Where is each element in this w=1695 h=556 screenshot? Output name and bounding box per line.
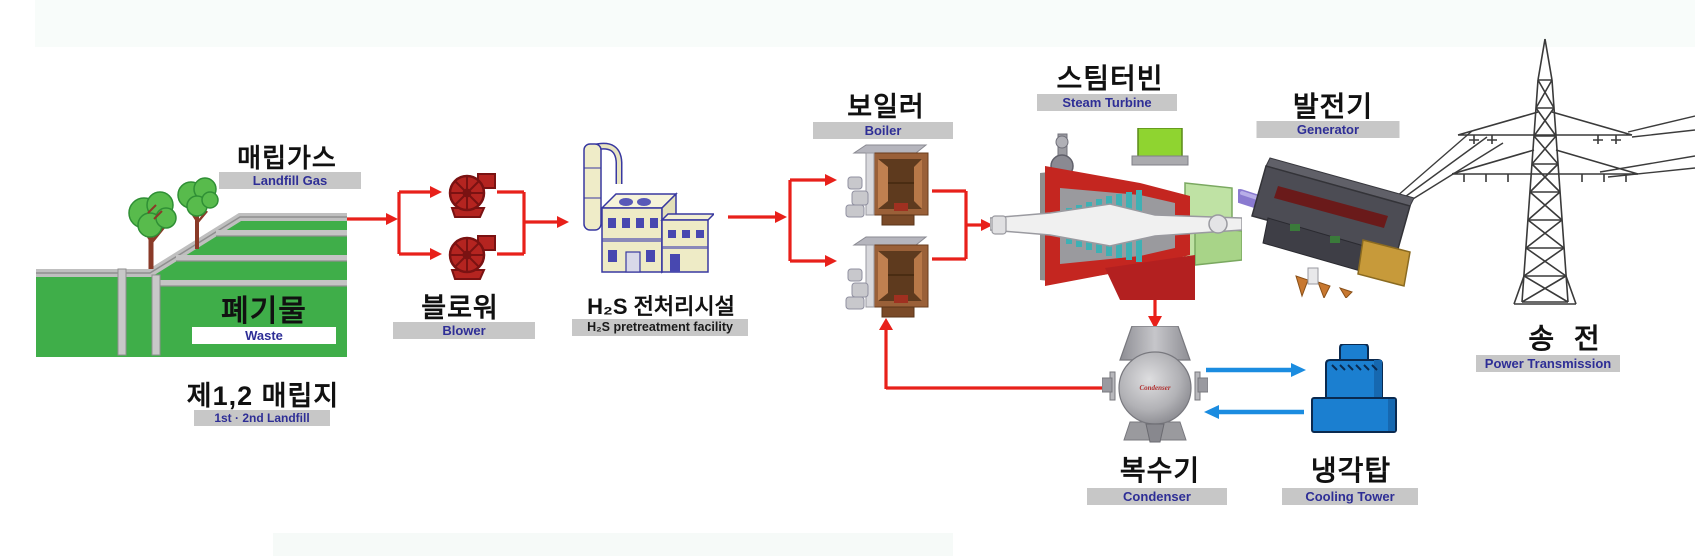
pretreatment-badge: H₂S pretreatment facility	[572, 319, 748, 336]
arrow-cooling-tower-to-condenser	[1204, 405, 1304, 419]
factory-windows	[602, 218, 708, 272]
blower-icon	[448, 173, 496, 218]
arrow-boiler-to-turbine	[932, 189, 993, 261]
power-lines	[1395, 115, 1695, 208]
waste-badge: Waste	[192, 327, 336, 344]
gas-well-pipes-vertical	[117, 268, 161, 356]
turbine-shaft	[990, 203, 1242, 247]
boiler-badge: Boiler	[813, 122, 953, 139]
arrow-turbine-to-condenser	[1148, 299, 1162, 329]
tree-icon	[177, 177, 219, 249]
blower-title: 블로워	[421, 293, 499, 323]
boiler-side-machinery	[845, 268, 869, 310]
steam-turbine-badge: Steam Turbine	[1037, 94, 1177, 111]
landfill-illustration	[36, 177, 347, 357]
arrow-condenser-to-boiler-return	[879, 318, 1102, 390]
pretreatment-title: H₂S 전처리시설	[587, 294, 735, 319]
boiler-title: 보일러	[847, 92, 925, 122]
condenser-device-label: Condenser	[1139, 384, 1170, 392]
landfill-hill	[36, 217, 347, 357]
blower-badge: Blower	[393, 322, 535, 339]
transmission-title: 송 전	[1528, 323, 1606, 354]
generator-badge: Generator	[1256, 121, 1400, 138]
cooling-tower-icon	[1311, 344, 1397, 433]
condenser-badge: Condenser	[1087, 488, 1227, 505]
generator-illustration	[1238, 157, 1415, 298]
landfill-gas-badge: Landfill Gas	[219, 172, 361, 189]
landfill-gas-title: 매립가스	[237, 143, 337, 173]
condenser-title: 복수기	[1119, 455, 1201, 486]
landfill-site-title: 제1,2 매립지	[186, 381, 340, 411]
cooling-tower-louvers	[1331, 364, 1378, 371]
steam-turbine-illustration	[990, 128, 1242, 300]
gas-collection-pipes-horizontal	[158, 230, 347, 287]
condenser-illustration: Condenser	[1102, 326, 1208, 443]
cooling-tower-title: 냉각탑	[1310, 455, 1392, 486]
arrow-condenser-to-cooling-tower	[1206, 363, 1306, 377]
blower-icon	[448, 235, 496, 280]
transmission-badge: Power Transmission	[1476, 355, 1620, 372]
arrow-blower-to-pretreatment	[497, 190, 569, 256]
pretreatment-facility-illustration	[583, 142, 714, 274]
transmission-pylon-icon	[1452, 38, 1639, 305]
boiler-icon	[845, 236, 929, 318]
steam-turbine-title: 스팀터빈	[1056, 63, 1164, 94]
landfill-site-badge: 1st · 2nd Landfill	[194, 410, 330, 426]
generator-title: 발전기	[1292, 91, 1374, 122]
generator-feet	[1295, 275, 1353, 298]
arrow-landfill-to-blower	[347, 186, 442, 260]
waste-title: 폐기물	[221, 295, 307, 328]
arrow-pretreatment-to-boiler	[728, 174, 837, 267]
cooling-tower-badge: Cooling Tower	[1282, 488, 1418, 505]
boiler-side-machinery	[845, 176, 869, 218]
boiler-icon	[845, 144, 929, 226]
tree-icon	[128, 191, 177, 269]
